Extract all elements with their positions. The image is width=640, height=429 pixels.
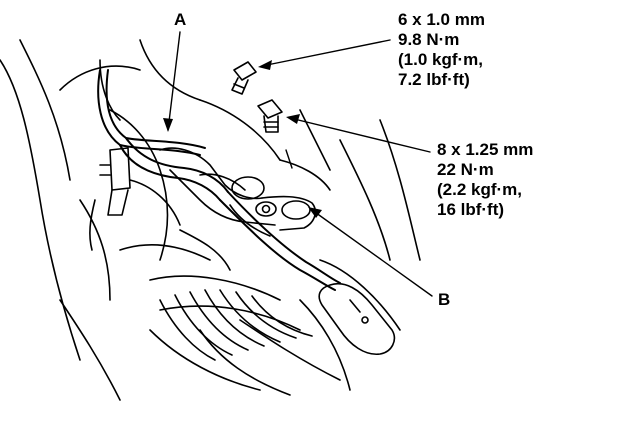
upper-bolt-kgf: (1.0 kgf·m, <box>398 50 484 69</box>
lower-bolt-kgf: (2.2 kgf·m, <box>437 180 523 199</box>
leader-lower-spec <box>289 117 431 153</box>
leader-upper-spec <box>261 39 391 67</box>
wire-harness-a <box>97 69 341 291</box>
upper-torque-spec: 6 x 1.0 mm 9.8 N·m (1.0 kgf·m, 7.2 lbf·f… <box>398 10 485 90</box>
lower-bolt-size: 8 x 1.25 mm <box>437 140 534 159</box>
sensor-bracket <box>159 147 317 237</box>
lower-bolt-lbf: 16 lbf·ft) <box>437 200 505 219</box>
upper-bolt-torque: 9.8 N·m <box>398 30 460 49</box>
arrowhead-lower <box>286 114 300 124</box>
lower-bolt-torque: 22 N·m <box>437 160 494 179</box>
sensor-plug-b <box>318 283 396 355</box>
leader-a <box>167 31 181 131</box>
leader-lines <box>167 31 433 297</box>
upper-bolt <box>231 61 257 95</box>
drive-boot-outline <box>159 289 313 361</box>
arrowhead-a <box>163 118 173 132</box>
callout-a: A <box>174 10 187 29</box>
left-connector <box>89 147 131 251</box>
lower-bolt <box>257 99 283 133</box>
callout-b: B <box>438 290 451 309</box>
arrowhead-b <box>308 207 322 218</box>
leader-b <box>311 209 433 297</box>
lower-torque-spec: 8 x 1.25 mm 22 N·m (2.2 kgf·m, 16 lbf·ft… <box>437 140 533 220</box>
engine-block-outline <box>0 39 421 401</box>
arrowhead-upper <box>258 60 272 70</box>
upper-bolt-size: 6 x 1.0 mm <box>398 10 485 29</box>
upper-bolt-lbf: 7.2 lbf·ft) <box>398 70 470 89</box>
